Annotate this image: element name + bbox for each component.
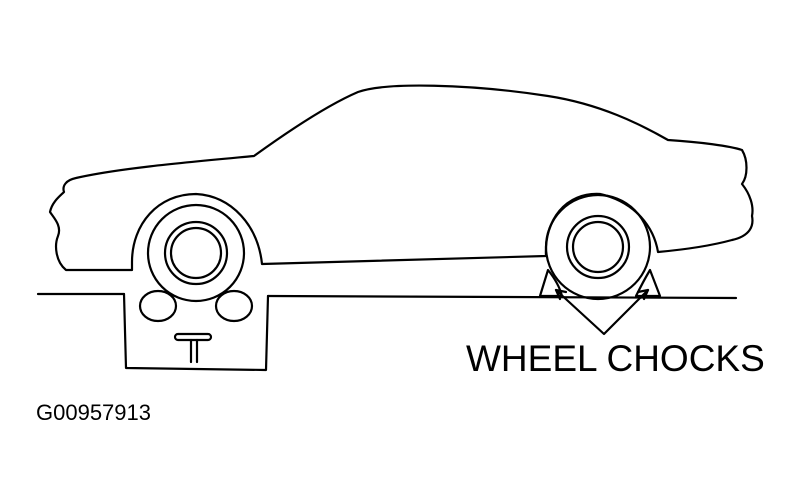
pit-roller-right [214, 289, 254, 323]
jack-post [189, 338, 199, 364]
car-body-outline [48, 84, 754, 272]
rear-rim-outer [565, 214, 631, 280]
figure-id-label: G00957913 [36, 400, 151, 425]
wheel-chock-right [634, 268, 662, 298]
rear-rim-inner [571, 220, 625, 274]
service-pit [122, 292, 270, 372]
chock-pointer-lines [554, 288, 650, 336]
wheel-chocks-label: WHEEL CHOCKS [466, 338, 765, 379]
chock-pointer-arrow-right [636, 288, 650, 301]
rear-tire [544, 193, 652, 301]
ground-line [36, 292, 738, 300]
pit-roller-left [138, 289, 178, 323]
front-tire [146, 203, 246, 303]
front-rim-outer [163, 220, 229, 286]
front-rim-inner [169, 226, 223, 280]
chock-pointer-arrow-left [554, 288, 568, 301]
jack-head [173, 332, 213, 342]
